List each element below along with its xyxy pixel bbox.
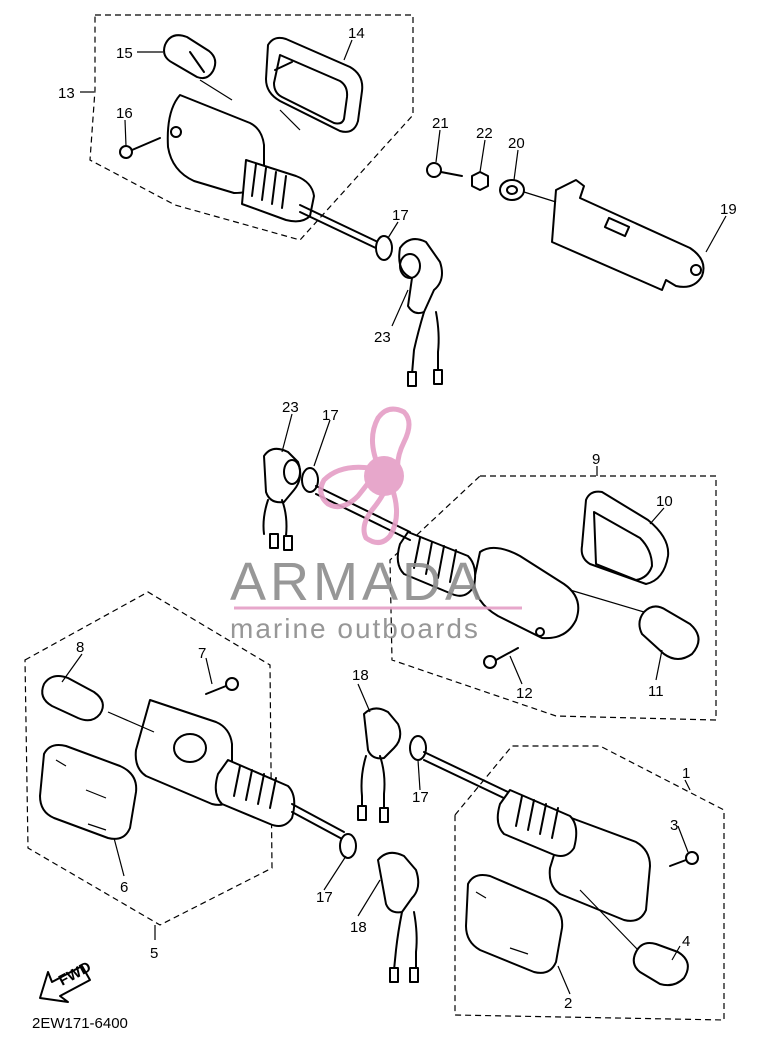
callout-19: 19 [720,201,737,218]
propeller-icon [318,406,412,545]
diagram-code: 2EW171-6400 [32,1015,128,1032]
nut-22 [471,171,489,191]
callout-17-top: 17 [392,207,409,224]
socket-assembly-middle [262,447,411,551]
callout-14: 14 [348,25,365,42]
callout-16: 16 [116,105,133,122]
callout-17-middle: 17 [322,407,339,424]
callout-17-lower: 17 [316,889,333,906]
callout-4: 4 [682,933,690,950]
bolt-21 [426,162,463,178]
callout-9: 9 [592,451,600,468]
callout-3: 3 [670,817,678,834]
callout-15: 15 [116,45,133,62]
lens-14 [265,36,364,133]
callout-8: 8 [76,639,84,656]
leader-lines [61,39,727,995]
watermark-tagline: marine outboards [230,613,480,644]
callout-21: 21 [432,115,449,132]
callout-5: 5 [150,945,158,962]
watermark-brand: ARMADA [230,552,485,612]
assembly-5 [24,591,345,940]
callout-2: 2 [564,995,572,1012]
callout-20: 20 [508,135,525,152]
forward-arrow-icon: FWD [39,958,94,1003]
assembly-13 [80,14,414,251]
bulb-15 [163,34,217,80]
callout-7: 7 [198,645,206,662]
callout-1: 1 [682,765,690,782]
callout-18-lower: 18 [350,919,367,936]
assembly-9 [389,466,717,721]
callout-13: 13 [58,85,75,102]
grommet-20 [499,179,557,203]
callout-12: 12 [516,685,533,702]
socket-assembly-top [375,235,443,387]
assembly-1 [454,745,725,1021]
bracket-19 [551,179,705,291]
callout-10: 10 [656,493,673,510]
callout-18-upper: 18 [352,667,369,684]
callouts: 15 14 13 16 21 22 20 19 17 23 23 17 9 10… [58,25,737,1012]
callout-23-top: 23 [374,329,391,346]
socket-assembly-lower-center [357,707,509,823]
watermark: ARMADA marine outboards [230,406,522,644]
callout-11: 11 [648,683,664,700]
callout-6: 6 [120,879,128,896]
screw-16 [119,137,161,159]
housing-13 [166,94,381,251]
callout-23-middle: 23 [282,399,299,416]
callout-17-center: 17 [412,789,429,806]
callout-22: 22 [476,125,493,142]
socket-assembly-lower-left [339,833,420,983]
